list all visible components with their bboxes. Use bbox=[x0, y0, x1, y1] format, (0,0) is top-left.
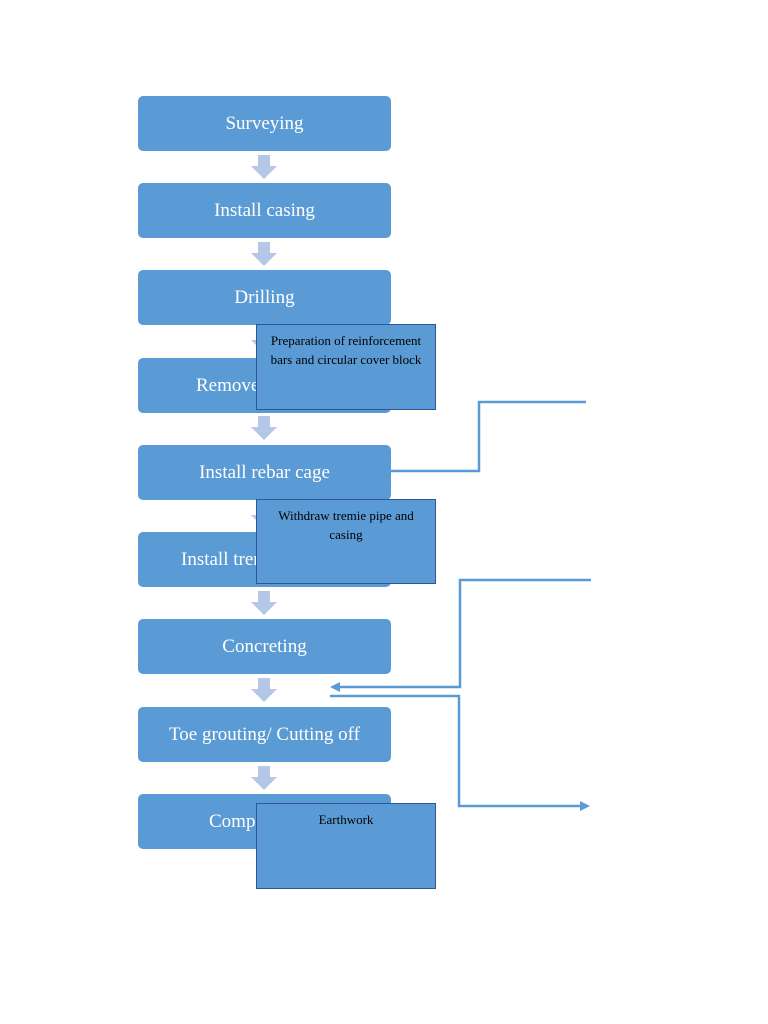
step-concreting: Concreting bbox=[138, 619, 391, 674]
down-arrow bbox=[251, 416, 277, 440]
note-earthwork: Earthwork bbox=[256, 803, 436, 889]
down-arrow bbox=[251, 678, 277, 702]
arrowhead-withdraw bbox=[330, 682, 340, 692]
connector-earthwork bbox=[330, 694, 582, 808]
down-arrow bbox=[251, 766, 277, 790]
note-withdraw-tremie: Withdraw tremie pipe and casing bbox=[256, 499, 436, 584]
step-install-casing: Install casing bbox=[138, 183, 391, 238]
step-install-rebar-cage: Install rebar cage bbox=[138, 445, 391, 500]
down-arrow bbox=[251, 242, 277, 266]
arrowhead-earthwork bbox=[580, 801, 590, 811]
down-arrow bbox=[251, 591, 277, 615]
note-rebar-preparation: Preparation of reinforcement bars and ci… bbox=[256, 324, 436, 410]
down-arrow bbox=[251, 155, 277, 179]
step-surveying: Surveying bbox=[138, 96, 391, 151]
connector-rebar bbox=[391, 400, 586, 473]
step-drilling: Drilling bbox=[138, 270, 391, 325]
step-toe-grouting: Toe grouting/ Cutting off bbox=[138, 707, 391, 762]
connector-withdraw bbox=[338, 578, 591, 689]
